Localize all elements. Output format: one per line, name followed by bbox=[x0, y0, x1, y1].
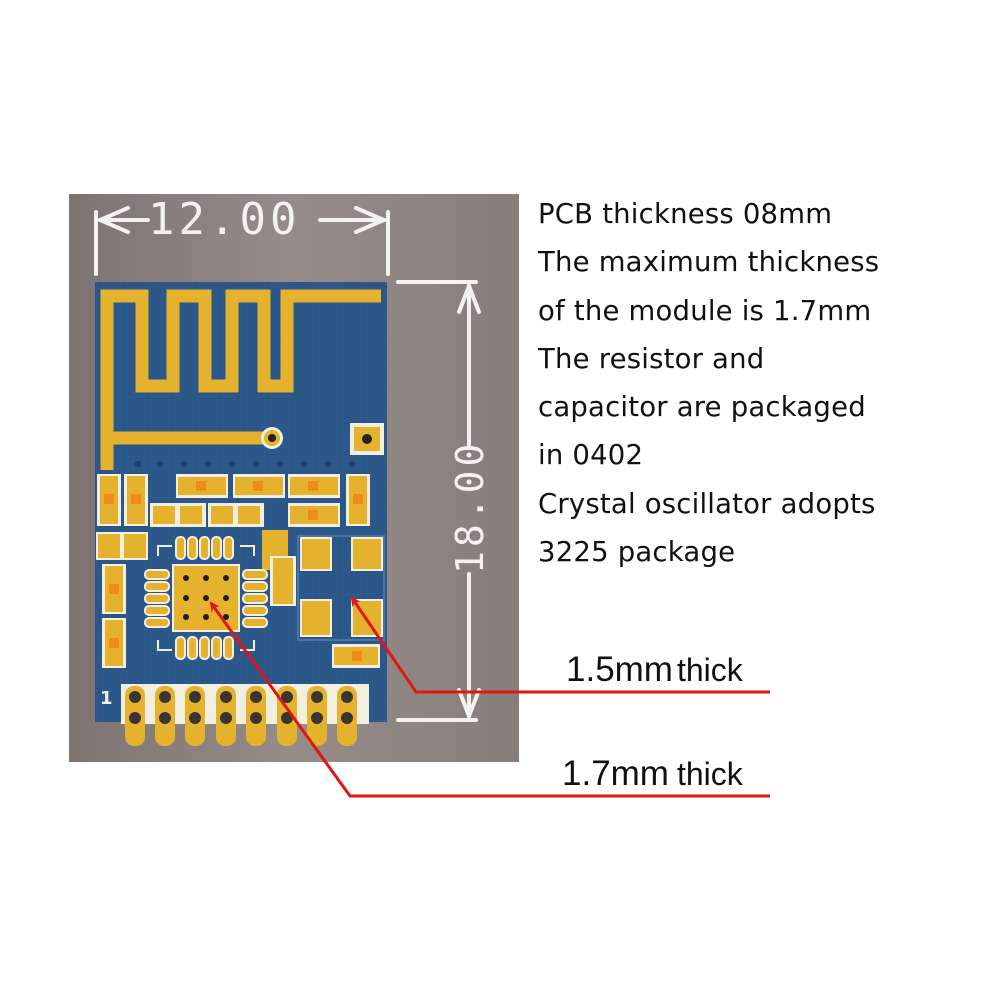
height-dimension-label: 18.00 bbox=[448, 439, 492, 574]
spec-line: The maximum thickness bbox=[538, 246, 880, 279]
spec-line: of the module is 1.7mm bbox=[538, 294, 872, 327]
spec-line: in 0402 bbox=[538, 439, 644, 472]
rf-chip bbox=[144, 536, 268, 660]
callout-leader-crystal bbox=[350, 596, 770, 694]
spec-line: capacitor are packaged bbox=[538, 391, 866, 424]
callout-leaders bbox=[209, 596, 770, 798]
passive-components bbox=[96, 474, 380, 668]
pin1-label: 1 bbox=[100, 688, 113, 709]
spec-line: 3225 package bbox=[538, 536, 736, 569]
callout-leader-chip bbox=[209, 601, 770, 798]
width-dimension-label: 12.00 bbox=[148, 194, 301, 245]
spec-line: Crystal oscillator adopts bbox=[538, 487, 876, 520]
width-dimension bbox=[94, 206, 390, 276]
pin-header bbox=[121, 684, 369, 746]
via-row bbox=[135, 461, 355, 467]
crystal-oscillator bbox=[297, 535, 385, 641]
spec-notes: PCB thickness 08mm The maximum thickness… bbox=[538, 190, 879, 576]
spec-line: PCB thickness 08mm bbox=[538, 198, 833, 230]
spec-line: The resistor and bbox=[538, 342, 765, 375]
pcb-antenna bbox=[100, 289, 381, 470]
